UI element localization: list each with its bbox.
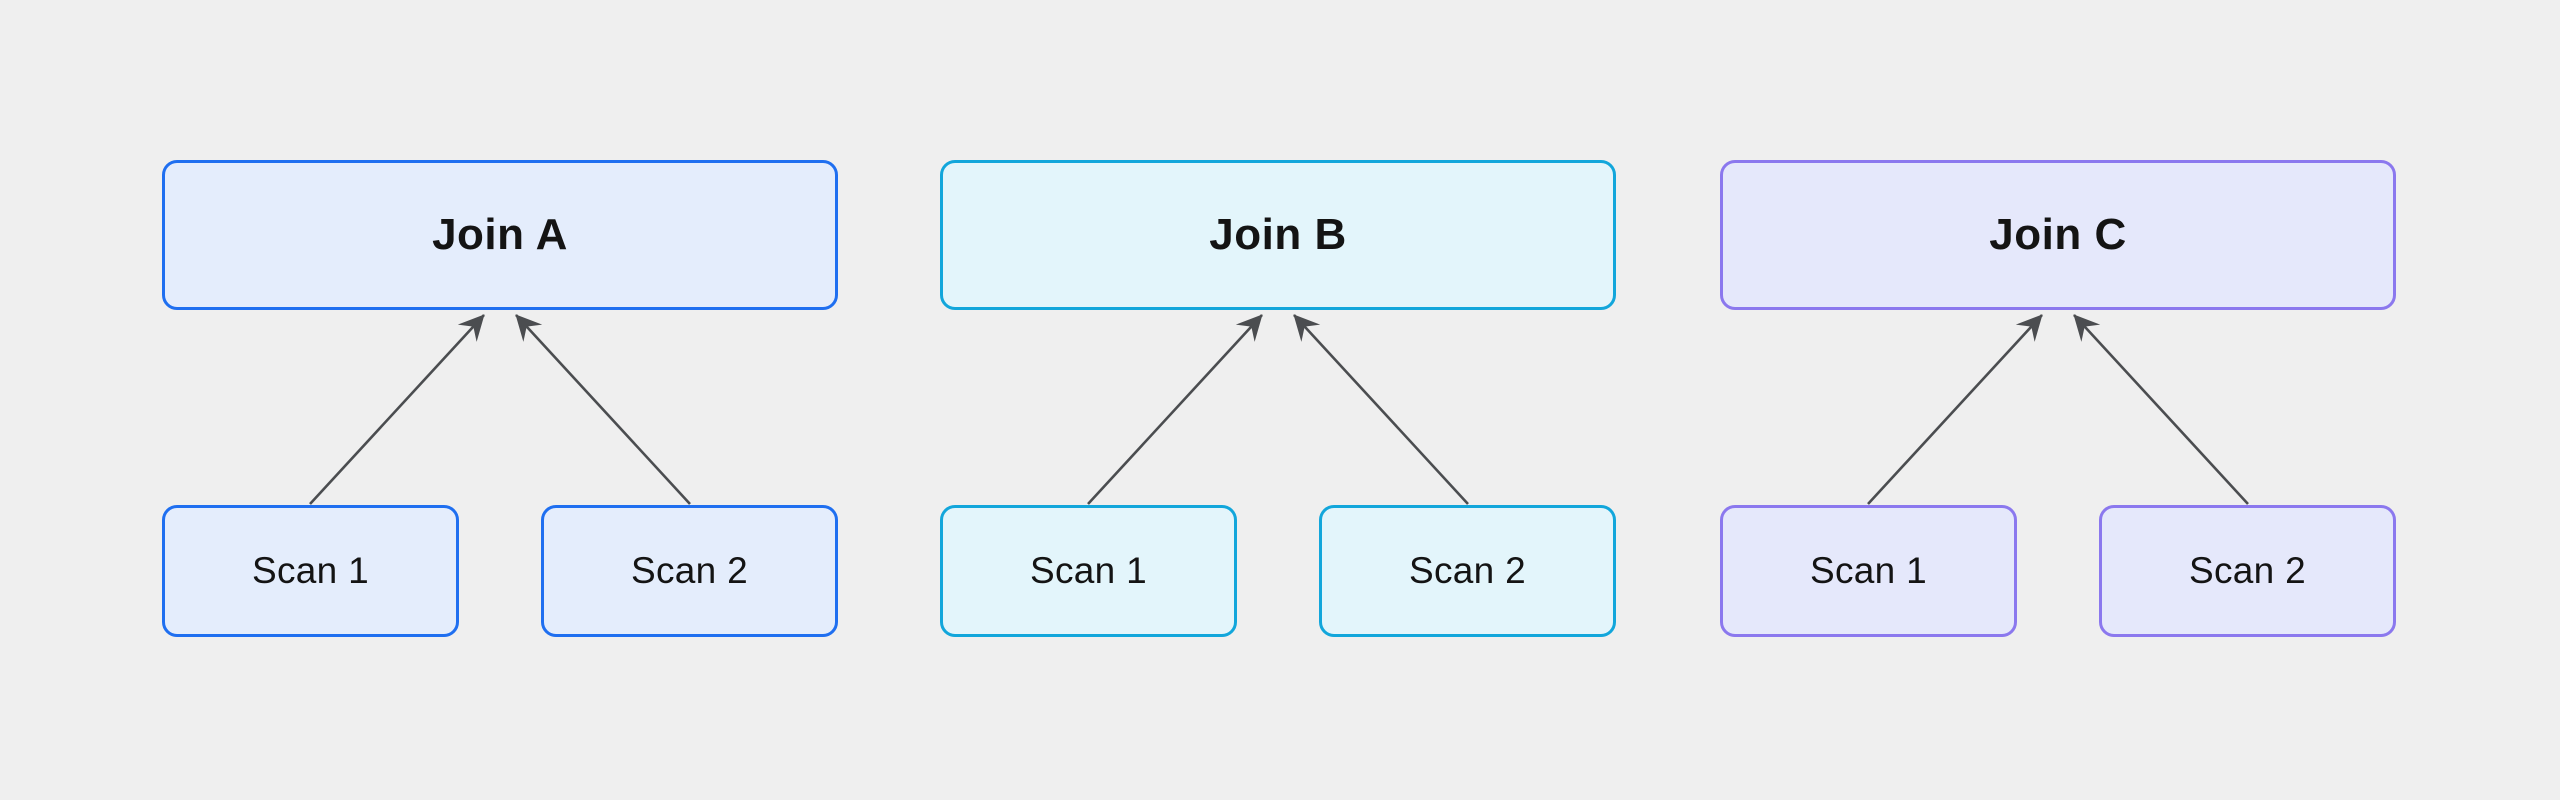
scan-c2-label: Scan 2 [2189, 550, 2306, 591]
scan-b1-label: Scan 1 [1030, 550, 1147, 591]
node-join-b[interactable]: Join B [940, 160, 1616, 310]
join-c-label: Join C [1989, 210, 2127, 259]
scan-a1-label: Scan 1 [252, 550, 369, 591]
edge-scan-a2-to-join-a [515, 314, 691, 505]
edge-scan-a1-to-join-a [309, 314, 485, 505]
node-scan-a1[interactable]: Scan 1 [162, 505, 459, 637]
scan-b2-label: Scan 2 [1409, 550, 1526, 591]
edge-scan-c2-to-join-c [2073, 314, 2249, 505]
edge-scan-b2-to-join-b [1293, 314, 1469, 505]
join-b-label: Join B [1209, 210, 1347, 259]
node-join-a[interactable]: Join A [162, 160, 838, 310]
node-scan-b1[interactable]: Scan 1 [940, 505, 1237, 637]
node-scan-c2[interactable]: Scan 2 [2099, 505, 2396, 637]
node-join-c[interactable]: Join C [1720, 160, 2396, 310]
edge-scan-b1-to-join-b [1087, 314, 1263, 505]
scan-a2-label: Scan 2 [631, 550, 748, 591]
scan-c1-label: Scan 1 [1810, 550, 1927, 591]
join-a-label: Join A [432, 210, 568, 259]
edge-scan-c1-to-join-c [1867, 314, 2043, 505]
node-scan-c1[interactable]: Scan 1 [1720, 505, 2017, 637]
node-scan-a2[interactable]: Scan 2 [541, 505, 838, 637]
node-scan-b2[interactable]: Scan 2 [1319, 505, 1616, 637]
